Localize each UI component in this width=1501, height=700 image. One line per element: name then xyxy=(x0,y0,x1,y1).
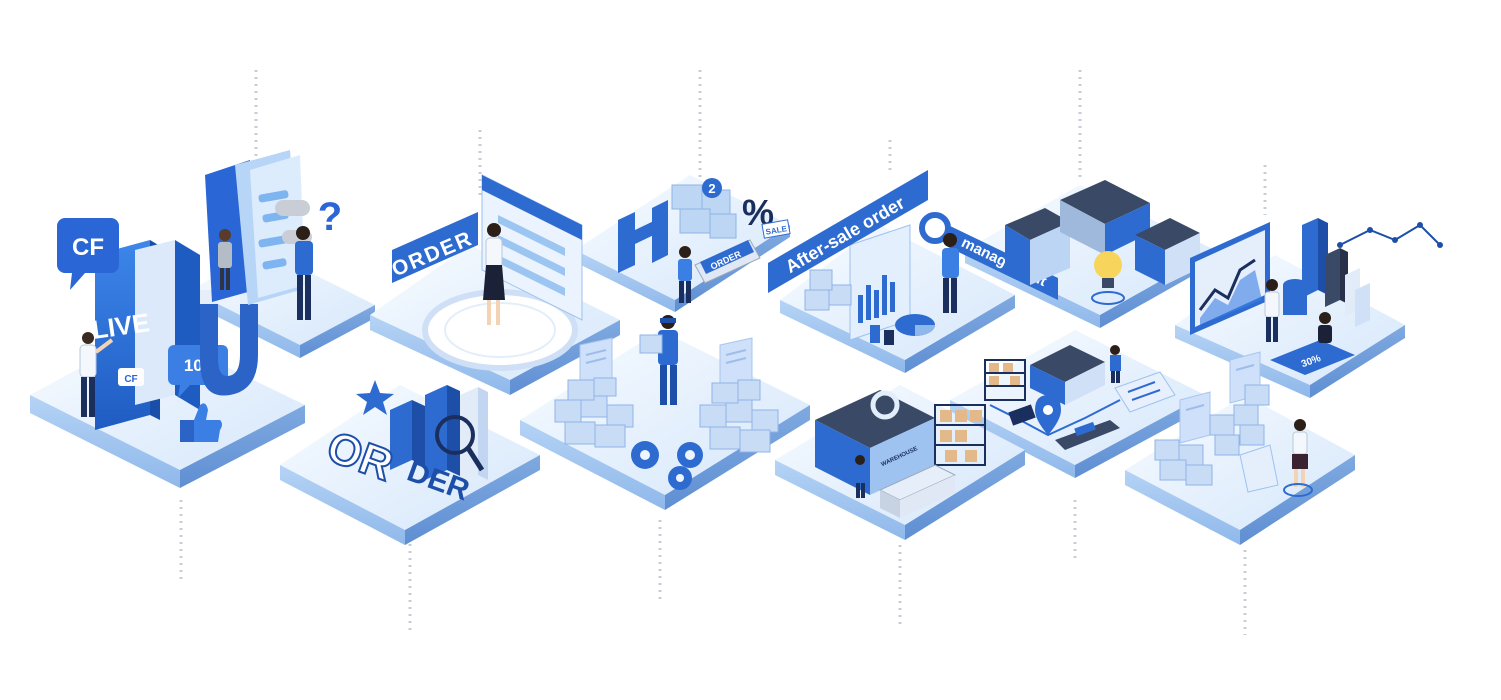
order-sign-scene: ORDER xyxy=(388,174,583,371)
warehouse-worker-person xyxy=(639,315,678,405)
logistics-scene xyxy=(984,345,1176,450)
inventory-scene xyxy=(1154,351,1313,497)
customer-person xyxy=(295,226,313,320)
live-stream-scene: CF LIVE CF 10k xyxy=(57,218,258,442)
streamer-person xyxy=(79,332,114,417)
badge-count: 2 xyxy=(708,181,715,196)
question-icon: ? xyxy=(318,195,342,239)
courier-person xyxy=(678,246,692,303)
support-agent-person xyxy=(218,229,232,290)
cf-bubble-label: CF xyxy=(72,234,104,261)
thumbs-up-icon xyxy=(180,403,222,442)
sale-label: SALE xyxy=(765,224,788,237)
analyst-person xyxy=(942,233,959,313)
lightbulb-icon xyxy=(1091,251,1125,305)
warehouse-buildings-scene xyxy=(1005,180,1200,305)
packages-scene xyxy=(554,315,779,490)
cf-bubble-icon: CF xyxy=(57,218,119,290)
dotted-guides xyxy=(179,70,1267,635)
logistics-worker-person xyxy=(1110,345,1121,383)
cf-small-label: CF xyxy=(124,374,137,385)
cf-logo-icon: CF xyxy=(118,368,144,386)
chat-scene: ? xyxy=(205,150,342,320)
location-pin-icon xyxy=(1035,395,1061,435)
factory-scene: WAREHOUSE xyxy=(815,390,986,518)
promo-scene: ORDER 2 % SALE xyxy=(618,178,791,303)
presenter-man-person xyxy=(1264,279,1280,342)
presenter-person xyxy=(483,223,505,325)
analytics-scene: 30% xyxy=(1190,218,1443,375)
inventory-woman-person xyxy=(1283,419,1313,497)
factory-worker-person xyxy=(855,455,866,498)
seated-person xyxy=(1318,312,1332,343)
